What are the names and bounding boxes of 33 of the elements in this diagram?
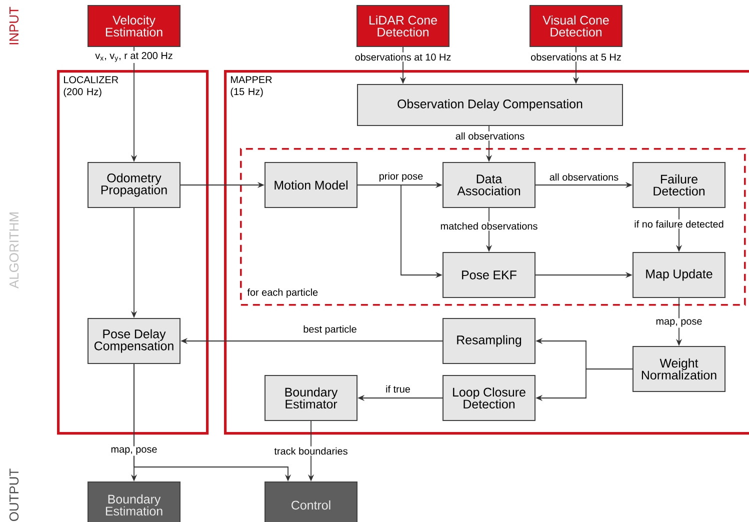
process-box: Observation Delay Compensation [357, 84, 623, 126]
input-box: LiDAR Cone Detection [356, 5, 450, 47]
process-box: Data Association [442, 162, 536, 208]
input-box: Visual Cone Detection [530, 5, 622, 47]
section-label: OUTPUT [9, 468, 19, 521]
section-label: ALGORITHM [9, 212, 19, 288]
edge-label: v$_{x}$, v$_{y}$, r at 200 Hz [94, 51, 174, 63]
edge-label: map, pose [654, 318, 704, 328]
process-box: Odometry Propagation [88, 162, 180, 208]
edge-label: all observations [454, 131, 526, 141]
edge-label: if no failure detected [633, 219, 725, 229]
edge-label: best particle [302, 324, 358, 336]
process-box: Loop Closure Detection [442, 375, 536, 421]
process-box: Boundary Estimator [264, 375, 358, 421]
edge-label: observations at 10 Hz [354, 52, 452, 62]
input-box: Velocity Estimation [88, 5, 180, 47]
output-box: Control [264, 482, 358, 522]
process-box: Motion Model [264, 162, 358, 208]
process-box: Failure Detection [632, 162, 726, 208]
process-box: Pose Delay Compensation [88, 318, 180, 364]
edge-label: if true [384, 384, 412, 394]
edge-label: observations at 5 Hz [530, 52, 622, 62]
edge-label: prior pose [378, 171, 424, 183]
edge-label: track boundaries [273, 446, 349, 456]
output-box: Boundary Estimation [88, 482, 180, 522]
edge-label: all observations [548, 172, 620, 182]
process-box: Pose EKF [442, 252, 536, 298]
process-box: Resampling [442, 318, 536, 364]
section-label: INPUT [10, 6, 19, 44]
edge-label: map, pose [110, 446, 158, 456]
process-box: Map Update [632, 252, 726, 298]
process-box: Weight Normalization [632, 346, 726, 392]
edge-label: matched observations [439, 221, 539, 231]
